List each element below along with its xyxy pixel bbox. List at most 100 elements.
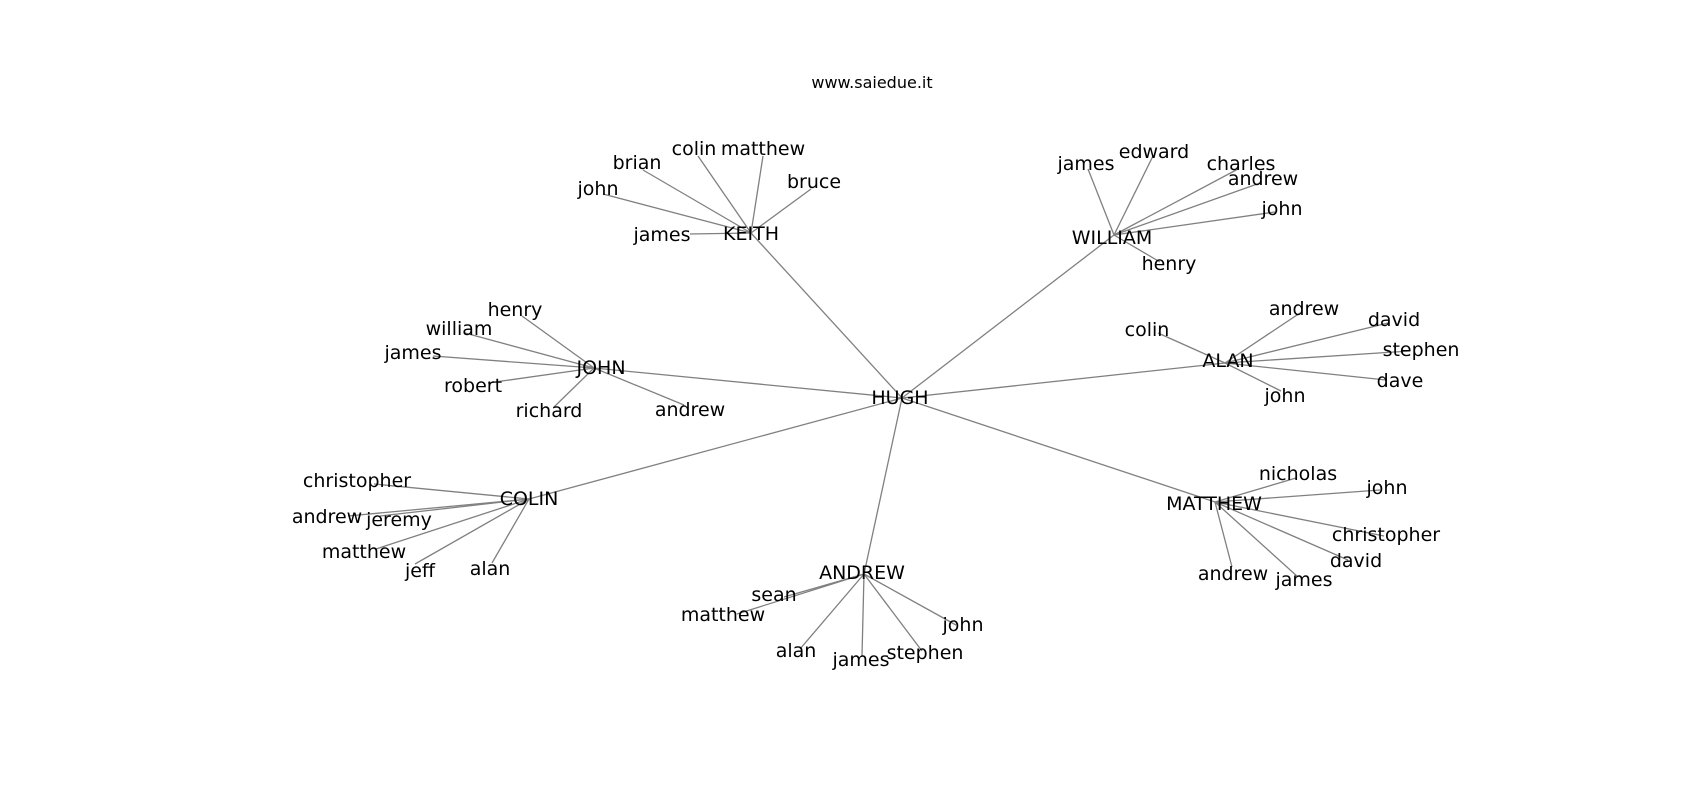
leaf-node-label-william-james: james — [1056, 153, 1114, 175]
leaf-node-label-william-john: john — [1261, 198, 1303, 220]
hub-node-label-william: WILLIAM — [1072, 227, 1153, 249]
edge-colin-to-matthew — [375, 498, 530, 550]
edge-alan-to-john — [1224, 362, 1282, 392]
edge-alan-to-david — [1224, 322, 1389, 364]
edge-matthew-to-nicholas — [1214, 477, 1297, 503]
edge-william-to-edward — [1113, 155, 1154, 236]
leaf-node-label-andrew-sean: sean — [751, 584, 796, 606]
edge-matthew-to-christopher — [1214, 501, 1385, 537]
leaf-node-label-matthew-nicholas: nicholas — [1259, 463, 1337, 485]
leaf-node-label-colin-jeremy: jeremy — [365, 509, 432, 531]
leaf-node-label-keith-james: james — [632, 224, 690, 246]
hub-node-label-john: JOHN — [575, 357, 625, 379]
leaf-node-label-matthew-james: james — [1274, 569, 1332, 591]
hub-node-label-colin: COLIN — [500, 488, 559, 510]
edge-layer — [347, 155, 1411, 657]
edge-andrew-to-john — [863, 573, 957, 626]
leaf-node-label-andrew-matthew: matthew — [681, 604, 765, 626]
hub-node-label-matthew: MATTHEW — [1166, 493, 1262, 515]
edge-william-to-john — [1113, 211, 1276, 236]
edge-john-to-james — [432, 355, 595, 369]
leaf-node-label-andrew-john: john — [942, 614, 984, 636]
edge-alan-to-dave — [1224, 362, 1387, 381]
leaf-node-label-andrew-james: james — [831, 649, 889, 671]
edge-root-to-keith — [750, 232, 903, 399]
edge-john-to-william — [464, 332, 595, 369]
edge-colin-to-jeff — [414, 498, 530, 565]
edge-john-to-andrew — [593, 367, 685, 406]
leaf-node-label-william-andrew: andrew — [1228, 168, 1298, 190]
leaf-node-label-colin-matthew: matthew — [322, 541, 406, 563]
edge-root-to-colin — [528, 397, 903, 500]
edge-matthew-to-david — [1214, 501, 1349, 561]
edge-matthew-to-andrew — [1214, 501, 1233, 568]
leaf-node-label-keith-colin: colin — [672, 138, 717, 160]
leaf-node-label-alan-david: david — [1368, 309, 1420, 331]
leaf-node-label-keith-brian: brian — [613, 152, 662, 174]
edge-alan-to-stephen — [1224, 350, 1411, 364]
edge-matthew-to-john — [1214, 489, 1381, 503]
leaf-node-label-william-henry: henry — [1142, 253, 1197, 275]
edge-keith-to-bruce — [750, 188, 812, 234]
edge-john-to-robert — [487, 367, 595, 384]
leaf-node-label-keith-john: john — [577, 178, 619, 200]
hub-node-label-andrew: ANDREW — [819, 562, 905, 584]
leaf-node-label-alan-stephen: stephen — [1383, 339, 1460, 361]
leaf-node-label-john-andrew: andrew — [655, 399, 725, 421]
edge-keith-to-james — [689, 232, 752, 235]
leaf-node-label-andrew-alan: alan — [776, 640, 817, 662]
edge-john-to-henry — [521, 315, 595, 369]
leaf-node-label-alan-dave: dave — [1377, 370, 1424, 392]
leaf-node-label-john-richard: richard — [516, 400, 583, 422]
leaf-node-label-alan-john: john — [1264, 385, 1306, 407]
edge-matthew-to-james — [1214, 501, 1299, 578]
edge-colin-to-alan — [491, 498, 530, 564]
edge-alan-to-colin — [1157, 332, 1226, 364]
hub-node-label-alan: ALAN — [1202, 350, 1253, 372]
edge-root-to-william — [901, 234, 1115, 399]
leaf-node-label-keith-bruce: bruce — [787, 171, 841, 193]
edge-root-to-alan — [901, 362, 1226, 399]
leaf-node-label-matthew-christopher: christopher — [1332, 524, 1440, 546]
edge-john-to-richard — [553, 367, 595, 408]
edge-william-to-henry — [1113, 234, 1161, 263]
leaf-node-label-matthew-david: david — [1330, 550, 1382, 572]
edge-andrew-to-stephen — [863, 573, 923, 652]
edge-william-to-andrew — [1113, 182, 1261, 236]
leaf-node-label-andrew-stephen: stephen — [887, 642, 964, 664]
edge-root-to-john — [593, 367, 903, 399]
leaf-node-label-john-robert: robert — [444, 375, 502, 397]
edge-colin-to-jeremy — [379, 498, 530, 517]
leaf-node-label-william-charles: charles — [1207, 153, 1276, 175]
leaf-node-label-alan-colin: colin — [1125, 319, 1170, 341]
leaf-node-label-john-james: james — [383, 342, 441, 364]
edge-andrew-to-alan — [799, 573, 865, 650]
leaf-node-label-william-edward: edward — [1119, 141, 1189, 163]
leaf-node-label-colin-andrew: andrew — [292, 506, 362, 528]
edge-andrew-to-james — [861, 573, 865, 657]
edge-william-to-charles — [1113, 168, 1239, 236]
edge-alan-to-andrew — [1224, 312, 1301, 364]
leaf-node-label-colin-jeff: jeff — [404, 560, 436, 582]
leaf-node-label-alan-andrew: andrew — [1269, 298, 1339, 320]
edge-keith-to-brian — [642, 169, 752, 234]
leaf-node-label-colin-christopher: christopher — [303, 470, 411, 492]
edge-root-to-andrew — [863, 397, 903, 575]
edge-keith-to-colin — [697, 155, 752, 234]
hub-node-label-keith: KEITH — [723, 223, 779, 245]
edge-root-to-matthew — [901, 397, 1216, 503]
edge-keith-to-matthew — [750, 155, 764, 234]
leaf-node-label-colin-alan: alan — [470, 558, 511, 580]
edge-keith-to-john — [602, 193, 752, 234]
leaf-node-label-keith-matthew: matthew — [721, 138, 805, 160]
root-node-label: HUGH — [871, 387, 928, 409]
leaf-node-label-john-william: william — [426, 318, 493, 340]
leaf-node-label-matthew-andrew: andrew — [1198, 563, 1268, 585]
leaf-node-label-john-henry: henry — [488, 299, 543, 321]
edge-andrew-to-matthew — [736, 573, 865, 615]
edge-william-to-james — [1087, 168, 1115, 236]
site-watermark: www.saiedue.it — [811, 73, 932, 92]
edge-colin-to-christopher — [373, 483, 530, 500]
